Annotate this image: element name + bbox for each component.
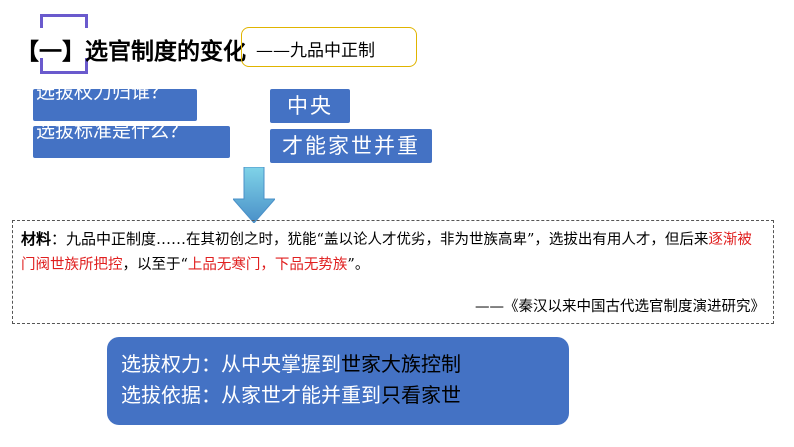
material-highlight: 逐渐被门阀世族所把控 [21,232,752,273]
material-source: ——《秦汉以来中国古代选官制度演进研究》 [475,299,765,315]
question-box-criteria: 选拔标准是什么？ [33,126,230,158]
summary-highlight: 世家大族控制 [341,352,461,376]
summary-text: 选拔权力：从中央掌握到 [121,352,341,376]
material-label: 材料 [21,230,52,248]
material-text: 在其初创之时，犹能“盖以论人才优劣，非为世族高卑”，选拔出有用人才，但后来 [186,232,709,248]
material-excerpt: 材料：九品中正制度……在其初创之时，犹能“盖以论人才优劣，非为世族高卑”，选拔出… [12,220,774,324]
summary-line: 选拔权力：从中央掌握到世家大族控制 [121,349,569,380]
material-highlight: 上品无寒门，下品无势族 [187,257,348,273]
answer-box-central: 中央 [270,89,350,123]
material-text: ，以至于“ [122,257,188,273]
question-text: 选拔权力归谁？ [36,89,170,103]
question-box-power: 选拔权力归谁？ [33,89,197,121]
summary-text: 选拔依据：从家世才能并重到 [121,383,381,407]
summary-line: 选拔依据：从家世才能并重到只看家世 [121,380,569,411]
subtitle-text: ——九品中正制 [256,41,375,61]
material-text: ”。 [347,257,370,273]
material-label-rest: ：九品中正制度…… [51,230,187,248]
subtitle-box: ——九品中正制 [241,27,417,67]
summary-highlight: 只看家世 [381,383,461,407]
down-arrow-icon [233,167,275,223]
section-title: 【一】选官制度的变化 [16,39,246,65]
answer-box-talent-family: 才能家世并重 [270,129,432,163]
summary-box: 选拔权力：从中央掌握到世家大族控制 选拔依据：从家世才能并重到只看家世 [107,337,569,425]
title-bracket-gap [38,28,92,58]
question-text: 选拔标准是什么？ [36,126,189,142]
